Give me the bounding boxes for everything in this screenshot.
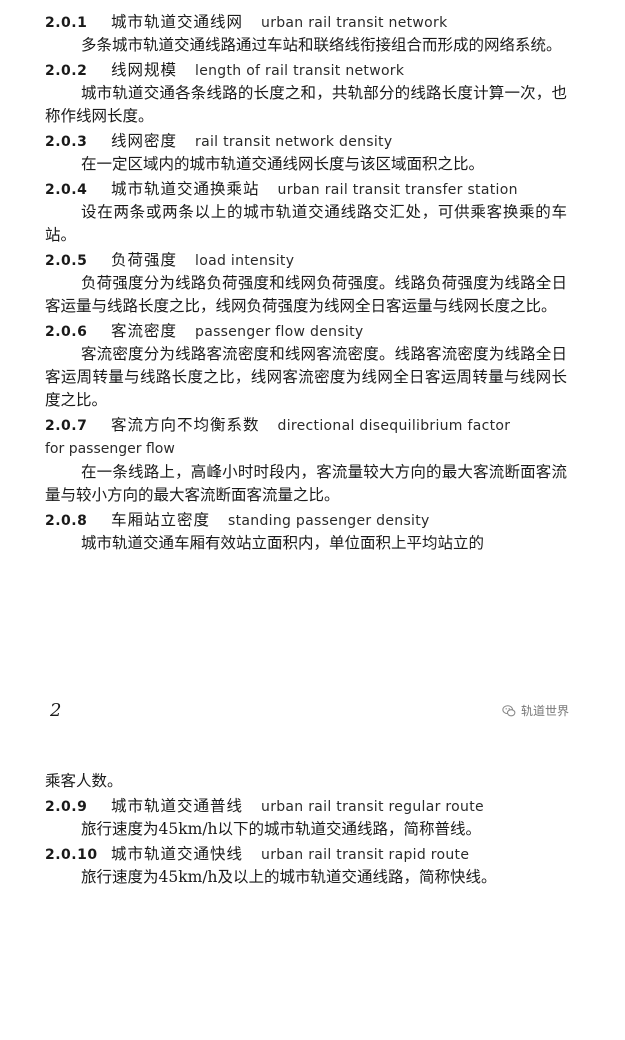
term-english: load intensity <box>195 253 295 269</box>
term-entry: 2.0.7 客流方向不均衡系数 directional disequilibri… <box>0 413 625 507</box>
page-number: 2 <box>50 700 62 721</box>
term-number: 2.0.1 <box>45 15 88 31</box>
term-heading: 2.0.1 城市轨道交通线网 urban rail transit networ… <box>0 10 625 34</box>
term-number: 2.0.7 <box>45 418 88 434</box>
term-chinese: 车厢站立密度 <box>111 511 211 529</box>
watermark: 轨道世界 <box>502 702 569 719</box>
term-heading: 2.0.5 负荷强度 load intensity <box>0 248 625 272</box>
term-heading: 2.0.9 城市轨道交通普线 urban rail transit regula… <box>0 794 625 818</box>
term-heading: 2.0.10 城市轨道交通快线 urban rail transit rapid… <box>0 842 625 866</box>
term-english-continuation: for passenger flow <box>45 441 175 457</box>
watermark-text: 轨道世界 <box>520 704 569 718</box>
term-english: urban rail transit regular route <box>261 799 484 815</box>
term-number: 2.0.3 <box>45 134 88 150</box>
term-definition: 旅行速度为45km/h以下的城市轨道交通线路，简称普线。 <box>81 820 482 838</box>
term-entry: 2.0.2 线网规模 length of rail transit networ… <box>0 58 625 128</box>
term-english: passenger flow density <box>195 324 364 340</box>
term-chinese: 线网密度 <box>111 132 178 150</box>
term-definition: 城市轨道交通各条线路的长度之和，共轨部分的线路长度计算一次，也称作线网长度。 <box>45 84 567 125</box>
term-heading: 2.0.4 城市轨道交通换乘站 urban rail transit trans… <box>0 177 625 201</box>
term-number: 2.0.10 <box>45 847 98 863</box>
term-number: 2.0.8 <box>45 513 88 529</box>
wechat-icon <box>502 704 516 716</box>
term-heading: 2.0.2 线网规模 length of rail transit networ… <box>0 58 625 82</box>
term-entry: 2.0.4 城市轨道交通换乘站 urban rail transit trans… <box>0 177 625 247</box>
term-heading: 2.0.8 车厢站立密度 standing passenger density <box>0 508 625 532</box>
term-number: 2.0.4 <box>45 182 88 198</box>
term-entry: 2.0.8 车厢站立密度 standing passenger density … <box>0 508 625 555</box>
term-definition: 设在两条或两条以上的城市轨道交通线路交汇处，可供乘客换乘的车站。 <box>45 203 567 244</box>
term-definition: 在一条线路上，高峰小时时段内，客流量较大方向的最大客流断面客流量与较小方向的最大… <box>45 463 567 504</box>
term-chinese: 城市轨道交通快线 <box>111 845 244 863</box>
term-chinese: 负荷强度 <box>111 251 178 269</box>
definition-continuation: 乘客人数。 <box>45 772 123 790</box>
term-definition: 旅行速度为45km/h及以上的城市轨道交通线路，简称快线。 <box>81 868 497 886</box>
term-definition: 在一定区域内的城市轨道交通线网长度与该区域面积之比。 <box>81 155 485 173</box>
term-chinese: 线网规模 <box>111 61 178 79</box>
term-list: 乘客人数。 2.0.9 城市轨道交通普线 urban rail transit … <box>0 770 625 890</box>
document-page-lower: 乘客人数。 2.0.9 城市轨道交通普线 urban rail transit … <box>0 740 625 1040</box>
term-heading: 2.0.7 客流方向不均衡系数 directional disequilibri… <box>0 413 625 437</box>
term-entry: 2.0.5 负荷强度 load intensity 负荷强度分为线路负荷强度和线… <box>0 248 625 318</box>
document-page-upper: 2.0.1 城市轨道交通线网 urban rail transit networ… <box>0 10 625 721</box>
term-english: urban rail transit rapid route <box>261 847 470 863</box>
term-entry: 2.0.1 城市轨道交通线网 urban rail transit networ… <box>0 10 625 57</box>
term-definition: 负荷强度分为线路负荷强度和线网负荷强度。线路负荷强度为线路全日客运量与线路长度之… <box>45 274 567 315</box>
term-entry: 2.0.9 城市轨道交通普线 urban rail transit regula… <box>0 794 625 841</box>
term-chinese: 客流密度 <box>111 322 178 340</box>
term-heading: 2.0.6 客流密度 passenger flow density <box>0 319 625 343</box>
term-entry: 2.0.3 线网密度 rail transit network density … <box>0 129 625 176</box>
term-number: 2.0.9 <box>45 799 88 815</box>
term-english: directional disequilibrium factor <box>277 418 511 434</box>
term-entry: 2.0.10 城市轨道交通快线 urban rail transit rapid… <box>0 842 625 889</box>
term-entry: 2.0.6 客流密度 passenger flow density 客流密度分为… <box>0 319 625 412</box>
term-heading: 2.0.3 线网密度 rail transit network density <box>0 129 625 153</box>
term-definition: 城市轨道交通车厢有效站立面积内，单位面积上平均站立的 <box>81 534 485 552</box>
term-chinese: 客流方向不均衡系数 <box>111 416 260 434</box>
term-definition: 多条城市轨道交通线路通过车站和联络线衔接组合而形成的网络系统。 <box>81 36 562 54</box>
term-number: 2.0.6 <box>45 324 88 340</box>
term-definition: 客流密度分为线路客流密度和线网客流密度。线路客流密度为线路全日客运周转量与线路长… <box>45 345 567 409</box>
term-english: urban rail transit network <box>261 15 448 31</box>
term-english: length of rail transit network <box>195 63 405 79</box>
term-number: 2.0.2 <box>45 63 88 79</box>
term-chinese: 城市轨道交通线网 <box>111 13 244 31</box>
term-number: 2.0.5 <box>45 253 88 269</box>
term-english: standing passenger density <box>228 513 430 529</box>
term-chinese: 城市轨道交通普线 <box>111 797 244 815</box>
term-english: urban rail transit transfer station <box>277 182 518 198</box>
term-english: rail transit network density <box>195 134 393 150</box>
term-chinese: 城市轨道交通换乘站 <box>111 180 260 198</box>
term-list: 2.0.1 城市轨道交通线网 urban rail transit networ… <box>0 10 625 556</box>
